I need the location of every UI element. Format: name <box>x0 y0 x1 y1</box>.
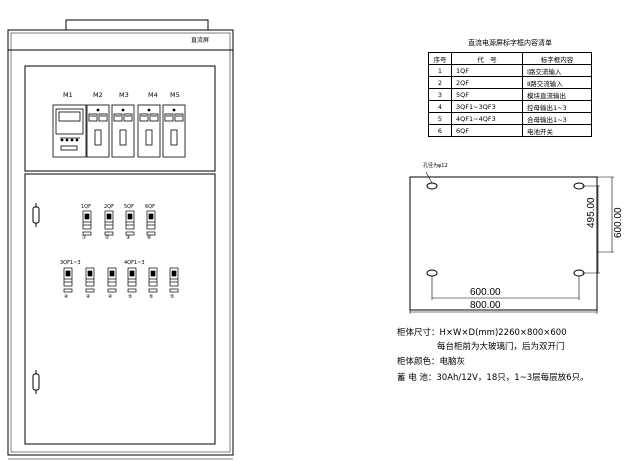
table-cell: Ⅰ路交流输入 <box>522 64 592 77</box>
table-header-code: 代 号 <box>451 52 523 65</box>
breaker-row1-3 <box>125 210 135 236</box>
table-row: 3 5QF 模块直流输出 <box>428 88 592 101</box>
table-cell: 5 <box>428 112 452 125</box>
hole-diameter-label: 孔径为φ12 <box>423 163 448 169</box>
module-label-m2: M2 <box>93 91 103 99</box>
table-row: 2 2QF Ⅱ路交流输入 <box>428 76 592 89</box>
breaker-label-5qf: 5QF <box>124 204 134 210</box>
table-cell: 4QF1~4QF3 <box>451 112 523 125</box>
spec-size: 柜体尺寸：H×W×D(mm)2260×800×600 <box>397 328 567 338</box>
table-cell: 2 <box>428 76 452 89</box>
table-header-content: 标字框内容 <box>522 52 592 65</box>
rectifier-module-m5 <box>162 104 186 158</box>
upper-door <box>24 65 216 172</box>
table-cell: 2QF <box>451 76 523 89</box>
table-cell: 4 <box>428 100 452 113</box>
breaker-tag-3qf2: ④ <box>86 294 91 300</box>
module-label-m1: M1 <box>63 91 73 99</box>
breaker-tag-3qf1: ④ <box>64 294 69 300</box>
rectifier-module-m3 <box>111 104 135 158</box>
breaker-tag-1qf: ① <box>82 235 87 241</box>
dim-label-inner-depth: 495.00 <box>586 197 597 228</box>
breaker-tag-3qf3: ④ <box>108 294 113 300</box>
table-cell: 6QF <box>451 124 523 137</box>
dim-label-inner-width: 600.00 <box>470 287 501 298</box>
monitor-module-m1 <box>52 104 87 158</box>
breaker-label-6qf: 6QF <box>145 204 155 210</box>
breaker-row2-4 <box>127 267 137 293</box>
breaker-row2-1 <box>63 267 73 293</box>
table-row: 4 3QF1~3QF3 控母输出1~3 <box>428 100 592 113</box>
door-handles <box>32 203 40 394</box>
table-cell: 6 <box>428 124 452 137</box>
table-cell: 3QF1~3QF3 <box>451 100 523 113</box>
breaker-row2-2 <box>85 267 95 293</box>
module-label-m3: M3 <box>119 91 129 99</box>
breaker-tag-6qf: ⑥ <box>147 235 152 241</box>
table-row: 5 4QF1~4QF3 合母输出1~3 <box>428 112 592 125</box>
spec-doors: 每台柜前为大玻璃门，后为双开门 <box>437 342 565 352</box>
table-cell: 模块直流输出 <box>522 88 592 101</box>
breaker-tag-5qf: ③ <box>126 235 131 241</box>
table-header-no: 序号 <box>428 52 452 65</box>
cabinet-inner-frame <box>10 32 231 453</box>
breaker-label-2qf: 2QF <box>104 204 114 210</box>
breaker-tag-4qf2: ⑤ <box>149 294 154 300</box>
spec-battery: 蓄 电 池：30Ah/12V，18只，1~3层每层放6只。 <box>397 373 589 383</box>
table-row: 1 1QF Ⅰ路交流输入 <box>428 64 592 77</box>
table-cell: 3 <box>428 88 452 101</box>
rectifier-module-m4 <box>137 104 161 158</box>
spec-color: 柜体颜色：电脑灰 <box>397 357 466 367</box>
breaker-row1-4 <box>146 210 156 236</box>
cabinet-outer-frame <box>7 29 234 456</box>
table-header-row: 序号 代 号 标字框内容 <box>428 52 592 65</box>
lower-door <box>24 173 216 445</box>
dim-label-outer-width: 800.00 <box>470 300 501 311</box>
breaker-row1-2 <box>104 210 114 236</box>
module-label-m4: M4 <box>148 91 158 99</box>
dim-label-outer-depth: 600.00 <box>613 207 624 238</box>
breaker-row2-5 <box>148 267 158 293</box>
door-handle-upper <box>32 206 40 224</box>
group-label-4qf: 4QF1~3 <box>124 260 145 266</box>
breaker-row1-1 <box>82 210 92 236</box>
table-cell: 5QF <box>451 88 523 101</box>
top-vent-strip <box>65 19 209 31</box>
breaker-row2-6 <box>169 267 179 293</box>
table-cell: 电池开关 <box>522 124 592 137</box>
label-list-title: 直流电源屏标字框内容清单 <box>468 39 552 47</box>
table-cell: 控母输出1~3 <box>522 100 592 113</box>
group-label-3qf: 3QF1~3 <box>60 260 81 266</box>
table-cell: 1 <box>428 64 452 77</box>
breaker-tag-4qf3: ⑤ <box>170 294 175 300</box>
breaker-label-1qf: 1QF <box>81 204 91 210</box>
panel-label: 直流屏 <box>191 37 210 44</box>
rectifier-module-m2 <box>86 104 110 158</box>
door-handle-lower <box>32 373 40 391</box>
breaker-tag-4qf1: ⑤ <box>128 294 133 300</box>
table-row: 6 6QF 电池开关 <box>428 124 592 137</box>
breaker-row2-3 <box>107 267 117 293</box>
table-cell: 1QF <box>451 64 523 77</box>
module-label-m5: M5 <box>170 91 180 99</box>
label-list-table: 序号 代 号 标字框内容 1 1QF Ⅰ路交流输入 2 2QF Ⅱ路交流输入 3… <box>428 52 592 137</box>
table-cell: Ⅱ路交流输入 <box>522 76 592 89</box>
table-cell: 合母输出1~3 <box>522 112 592 125</box>
breaker-tag-2qf: ② <box>105 235 110 241</box>
